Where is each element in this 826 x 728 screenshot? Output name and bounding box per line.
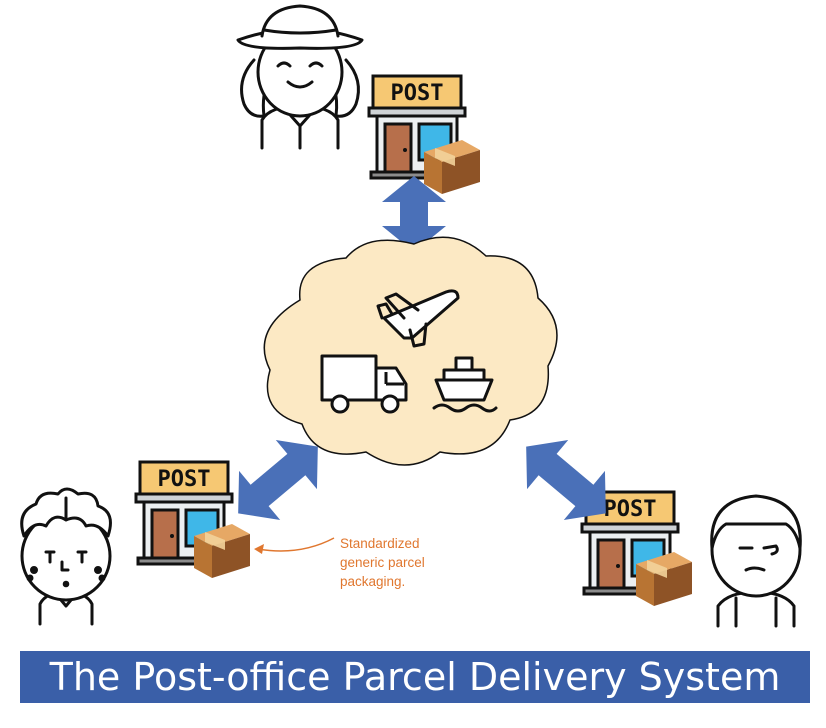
annotation-line: generic parcel (340, 555, 425, 570)
post-sign-label: POST (158, 467, 211, 492)
delivery-network-cloud (263, 236, 558, 466)
post-office-icon: POST (134, 460, 234, 566)
man-with-curly-hair-icon (20, 487, 112, 626)
airplane-icon (376, 289, 460, 348)
annotation-line: packaging. (340, 574, 406, 589)
title-banner: The Post-office Parcel Delivery System (20, 651, 810, 703)
ship-icon (432, 356, 498, 413)
double-arrow-icon (238, 440, 318, 520)
packaging-annotation: Standardized generic parcel packaging. (340, 534, 470, 591)
post-sign-label: POST (604, 497, 657, 522)
double-arrow-icon (526, 440, 606, 520)
post-sign-label: POST (391, 81, 444, 106)
double-arrow-icon (382, 176, 446, 252)
post-office-icon: POST (367, 74, 467, 180)
diagram-title: The Post-office Parcel Delivery System (49, 655, 781, 699)
annotation-line: Standardized (340, 536, 420, 551)
man-with-bowl-cut-icon (710, 494, 802, 628)
truck-icon (320, 354, 408, 414)
annotation-pointer-arrow (254, 537, 335, 554)
post-office-icon: POST (580, 490, 680, 596)
woman-with-hat-icon (236, 4, 364, 150)
